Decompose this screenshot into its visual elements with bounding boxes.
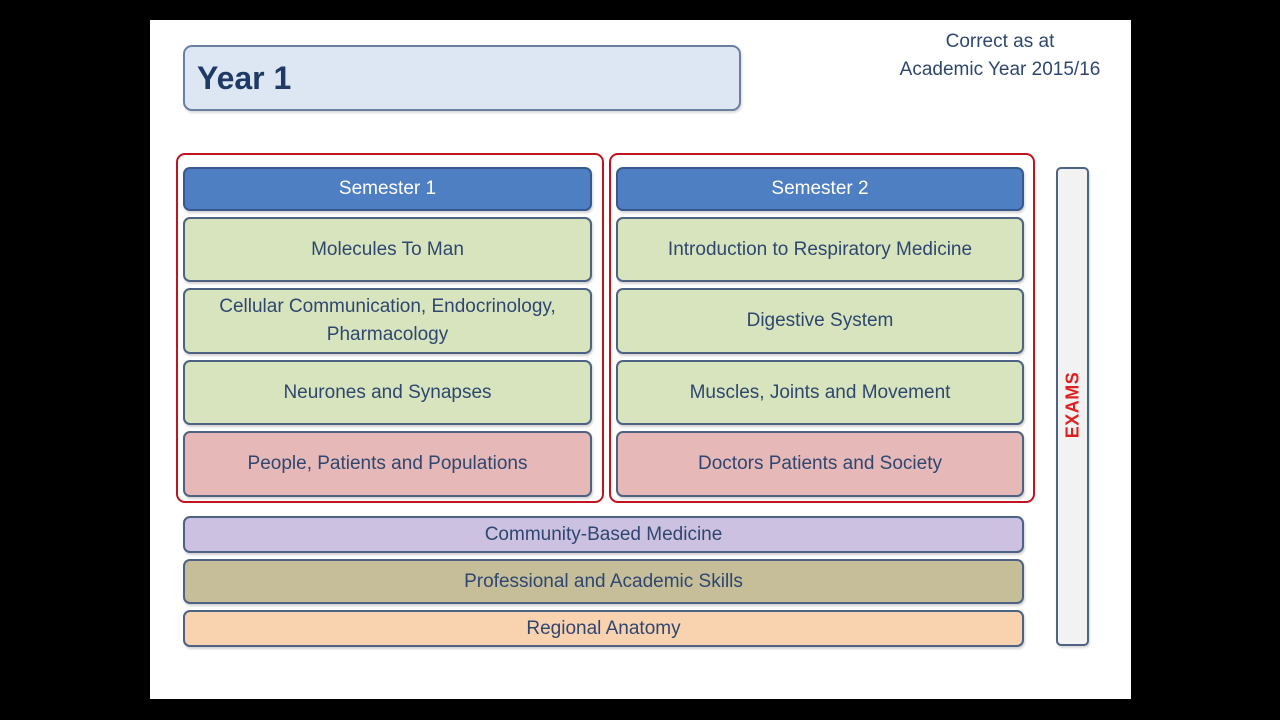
page-title: Year 1 — [183, 45, 741, 111]
module-label: Molecules To Man — [311, 238, 464, 260]
semester-1-header-label: Semester 1 — [338, 178, 437, 199]
module-people-patients-populations: People, Patients and Populations — [183, 431, 592, 497]
page-title-text: Year 1 — [197, 59, 292, 96]
module-digestive-system: Digestive System — [616, 288, 1024, 354]
exams-bar: EXAMS — [1056, 167, 1089, 646]
strand-regional-anatomy: Regional Anatomy — [183, 610, 1024, 647]
currency-note-line-1: Correct as at — [945, 31, 1055, 52]
module-molecules-to-man: Molecules To Man — [183, 217, 592, 282]
semester-1-header: Semester 1 — [183, 167, 592, 211]
semester-1-frame — [176, 153, 604, 503]
module-label: Muscles, Joints and Movement — [689, 381, 951, 403]
module-label: Doctors Patients and Society — [698, 453, 942, 474]
module-label: People, Patients and Populations — [247, 453, 528, 474]
module-cellular-communication: Cellular Communication, Endocrinology, P… — [183, 288, 592, 354]
strand-community-based-medicine: Community-Based Medicine — [183, 516, 1024, 553]
module-label: Introduction to Respiratory Medicine — [667, 238, 973, 260]
module-neurones-and-synapses: Neurones and Synapses — [183, 360, 592, 425]
semester-2-header: Semester 2 — [616, 167, 1024, 211]
strand-label: Community-Based Medicine — [484, 523, 723, 545]
module-doctors-patients-society: Doctors Patients and Society — [616, 431, 1024, 497]
currency-note-line-2: Academic Year 2015/16 — [899, 59, 1101, 80]
exams-label: EXAMS — [1062, 371, 1082, 439]
module-label: Digestive System — [746, 310, 894, 331]
module-muscles-joints-movement: Muscles, Joints and Movement — [616, 360, 1024, 425]
strand-professional-academic-skills: Professional and Academic Skills — [183, 559, 1024, 604]
strand-label: Professional and Academic Skills — [464, 570, 743, 592]
strand-label: Regional Anatomy — [526, 617, 681, 639]
semester-2-header-label: Semester 2 — [771, 178, 869, 199]
module-label: Cellular Communication, Endocrinology, P… — [219, 296, 556, 345]
semester-2-frame — [609, 153, 1035, 503]
module-respiratory-medicine: Introduction to Respiratory Medicine — [616, 217, 1024, 282]
currency-note: Correct as at Academic Year 2015/16 — [880, 28, 1120, 84]
module-label: Neurones and Synapses — [283, 381, 492, 403]
